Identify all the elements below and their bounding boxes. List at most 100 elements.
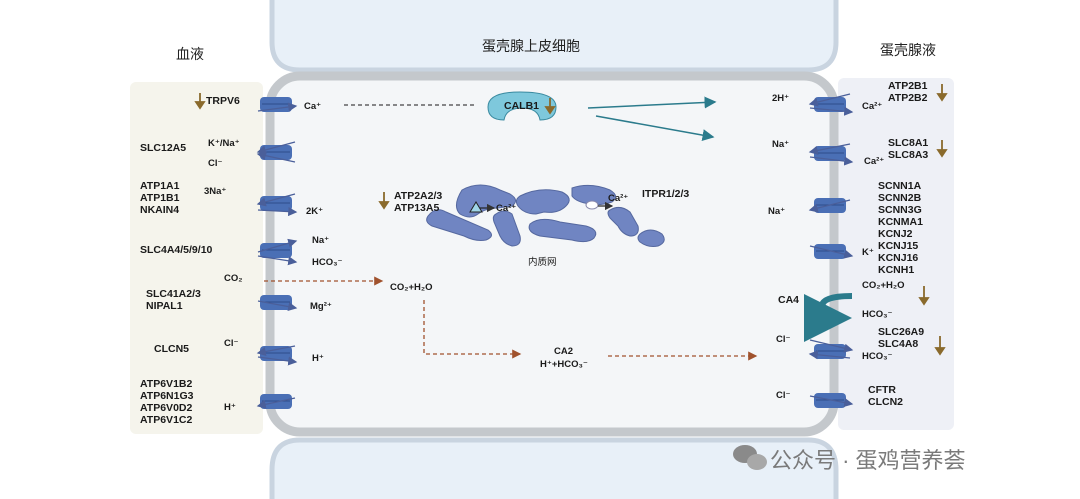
ion-clcn5-1: Cl⁻ (224, 338, 239, 349)
label-atp6v1c2: ATP6V1C2 (140, 414, 193, 426)
channel-trpv6 (257, 97, 298, 112)
label-atp1a1: ATP1A1 (140, 180, 180, 192)
label-slc4a4: SLC4A4/5/9/10 (140, 244, 213, 256)
neighbor-cell-top (269, 0, 839, 73)
label-slc8a1: SLC8A1 (888, 137, 929, 149)
header-epithelial-cell: 蛋壳腺上皮细胞 (482, 38, 580, 54)
header-uterine-fluid: 蛋壳腺液 (880, 42, 936, 58)
label-clcn5: CLCN5 (154, 343, 190, 355)
itpr-channel-icon (585, 200, 599, 210)
ion-kcn: K⁺ (862, 247, 874, 258)
label-atp2a2-group: ATP2A2/3 ATP13A5 (394, 190, 442, 214)
ion-ca4-1: CO₂+H₂O (862, 280, 905, 291)
blood-panel (130, 82, 263, 434)
ion-er-ca-out: Ca²⁺ (608, 193, 629, 204)
label-atp1b1: ATP1B1 (140, 192, 180, 204)
label-atp6n1g3: ATP6N1G3 (140, 390, 194, 402)
ion-slc4a4-1: Na⁺ (312, 235, 330, 246)
calb1-arrow-slc8a (595, 115, 715, 142)
ion-slc26-out: HCO₃⁻ (862, 351, 893, 362)
neighbor-cell-bottom (269, 437, 839, 499)
label-slc12a5: SLC12A5 (140, 142, 187, 154)
channel-slc41 (257, 295, 298, 312)
ion-atp1-2: 2K⁺ (306, 206, 324, 217)
label-calb1: CALB1 (504, 100, 540, 112)
fluid-panel (838, 78, 954, 430)
label-atp2b-group: ATP2B1 ATP2B2 (888, 80, 927, 104)
label-atp2b2: ATP2B2 (888, 92, 928, 104)
ion-atp6: H⁺ (224, 402, 236, 413)
label-cftr-group: CFTR CLCN2 (868, 384, 903, 408)
channel-atp1 (256, 193, 298, 217)
label-channel-group: SCNN1A SCNN2B SCNN3G KCNMA1 KCNJ2 KCNJ15… (878, 180, 923, 276)
label-scnn1a: SCNN1A (878, 180, 922, 192)
label-atp13a5: ATP13A5 (394, 202, 440, 214)
co2-to-ca2-path (423, 300, 522, 359)
ion-slc8a-in: Na⁺ (772, 139, 790, 150)
label-ca4: CA4 (778, 294, 800, 306)
calb1-arrow-atp2b (587, 96, 717, 109)
label-kcnma1: KCNMA1 (878, 216, 923, 228)
label-clcn2: CLCN2 (868, 396, 904, 408)
label-slc41-group: SLC41A2/3 NIPAL1 (146, 288, 201, 312)
ion-slc12a5-2: Cl⁻ (208, 158, 223, 169)
ion-slc8a-out: Ca²⁺ (864, 156, 885, 167)
ion-er-ca-in: Ca²⁺ (496, 203, 517, 214)
label-scnn2b: SCNN2B (878, 192, 922, 204)
channel-kcn (809, 244, 854, 259)
label-kcnh1: KCNH1 (878, 264, 915, 276)
label-slc41a2: SLC41A2/3 (146, 288, 201, 300)
label-er: 内质网 (528, 257, 557, 268)
ion-ca4-2: HCO₃⁻ (862, 309, 893, 320)
ion-atp2b-out: Ca²⁺ (862, 101, 883, 112)
label-nkain4: NKAIN4 (140, 204, 180, 216)
channel-clcn5 (256, 345, 298, 366)
ion-trpv6: Ca⁺ (304, 101, 322, 112)
channel-atp6 (256, 394, 296, 409)
ion-atp2b-in: 2H⁺ (772, 93, 790, 104)
ion-slc12a5-1: K⁺/Na⁺ (208, 138, 240, 149)
ion-atp1-1: 3Na⁺ (204, 186, 227, 197)
channel-scnn (808, 198, 851, 213)
wechat-logo (733, 445, 767, 470)
endoplasmic-reticulum (426, 184, 665, 247)
channel-slc26 (808, 339, 854, 360)
ion-clcn5-2: H⁺ (312, 353, 324, 364)
label-atp2a2: ATP2A2/3 (394, 190, 443, 202)
ion-cftr: Cl⁻ (776, 390, 791, 401)
label-kcnj15: KCNJ15 (878, 240, 919, 252)
label-co2-blood: CO₂ (224, 273, 243, 284)
calb1-protein (487, 91, 557, 121)
label-slc26-group: SLC26A9 SLC4A8 (878, 326, 924, 350)
label-co2-h2o: CO₂+H₂O (390, 282, 433, 293)
label-kcnj2: KCNJ2 (878, 228, 913, 240)
ion-slc4a4-2: HCO₃⁻ (312, 257, 343, 268)
channel-cftr (809, 393, 854, 408)
ion-slc41: Mg²⁺ (310, 301, 332, 312)
label-atp2b1: ATP2B1 (888, 80, 928, 92)
label-slc4a8: SLC4A8 (878, 338, 919, 350)
label-scnn3g: SCNN3G (878, 204, 922, 216)
label-slc8a3: SLC8A3 (888, 149, 929, 161)
label-cftr: CFTR (868, 384, 896, 396)
label-slc26a9: SLC26A9 (878, 326, 925, 338)
label-nipal1: NIPAL1 (146, 300, 183, 312)
label-kcnj16: KCNJ16 (878, 252, 919, 264)
channel-atp2b (808, 93, 854, 116)
label-trpv6: TRPV6 (206, 95, 240, 107)
ca4-enzyme (803, 293, 853, 342)
label-atp6v0d2: ATP6V0D2 (140, 402, 193, 414)
label-atp6v1b2: ATP6V1B2 (140, 378, 193, 390)
label-slc8a-group: SLC8A1 SLC8A3 (888, 137, 928, 161)
label-atp6-group: ATP6V1B2 ATP6N1G3 ATP6V0D2 ATP6V1C2 (140, 378, 194, 426)
channel-slc4a4 (257, 238, 298, 266)
label-ca2-product: H⁺+HCO₃⁻ (540, 359, 588, 370)
header-blood: 血液 (176, 46, 204, 62)
label-ca2: CA2 (554, 346, 574, 357)
watermark: 公众号 · 蛋鸡营养荟 (770, 448, 966, 473)
ion-scnn: Na⁺ (768, 206, 786, 217)
label-atp1-group: ATP1A1 ATP1B1 NKAIN4 (140, 180, 179, 216)
down-regulation-arrows (194, 84, 948, 356)
